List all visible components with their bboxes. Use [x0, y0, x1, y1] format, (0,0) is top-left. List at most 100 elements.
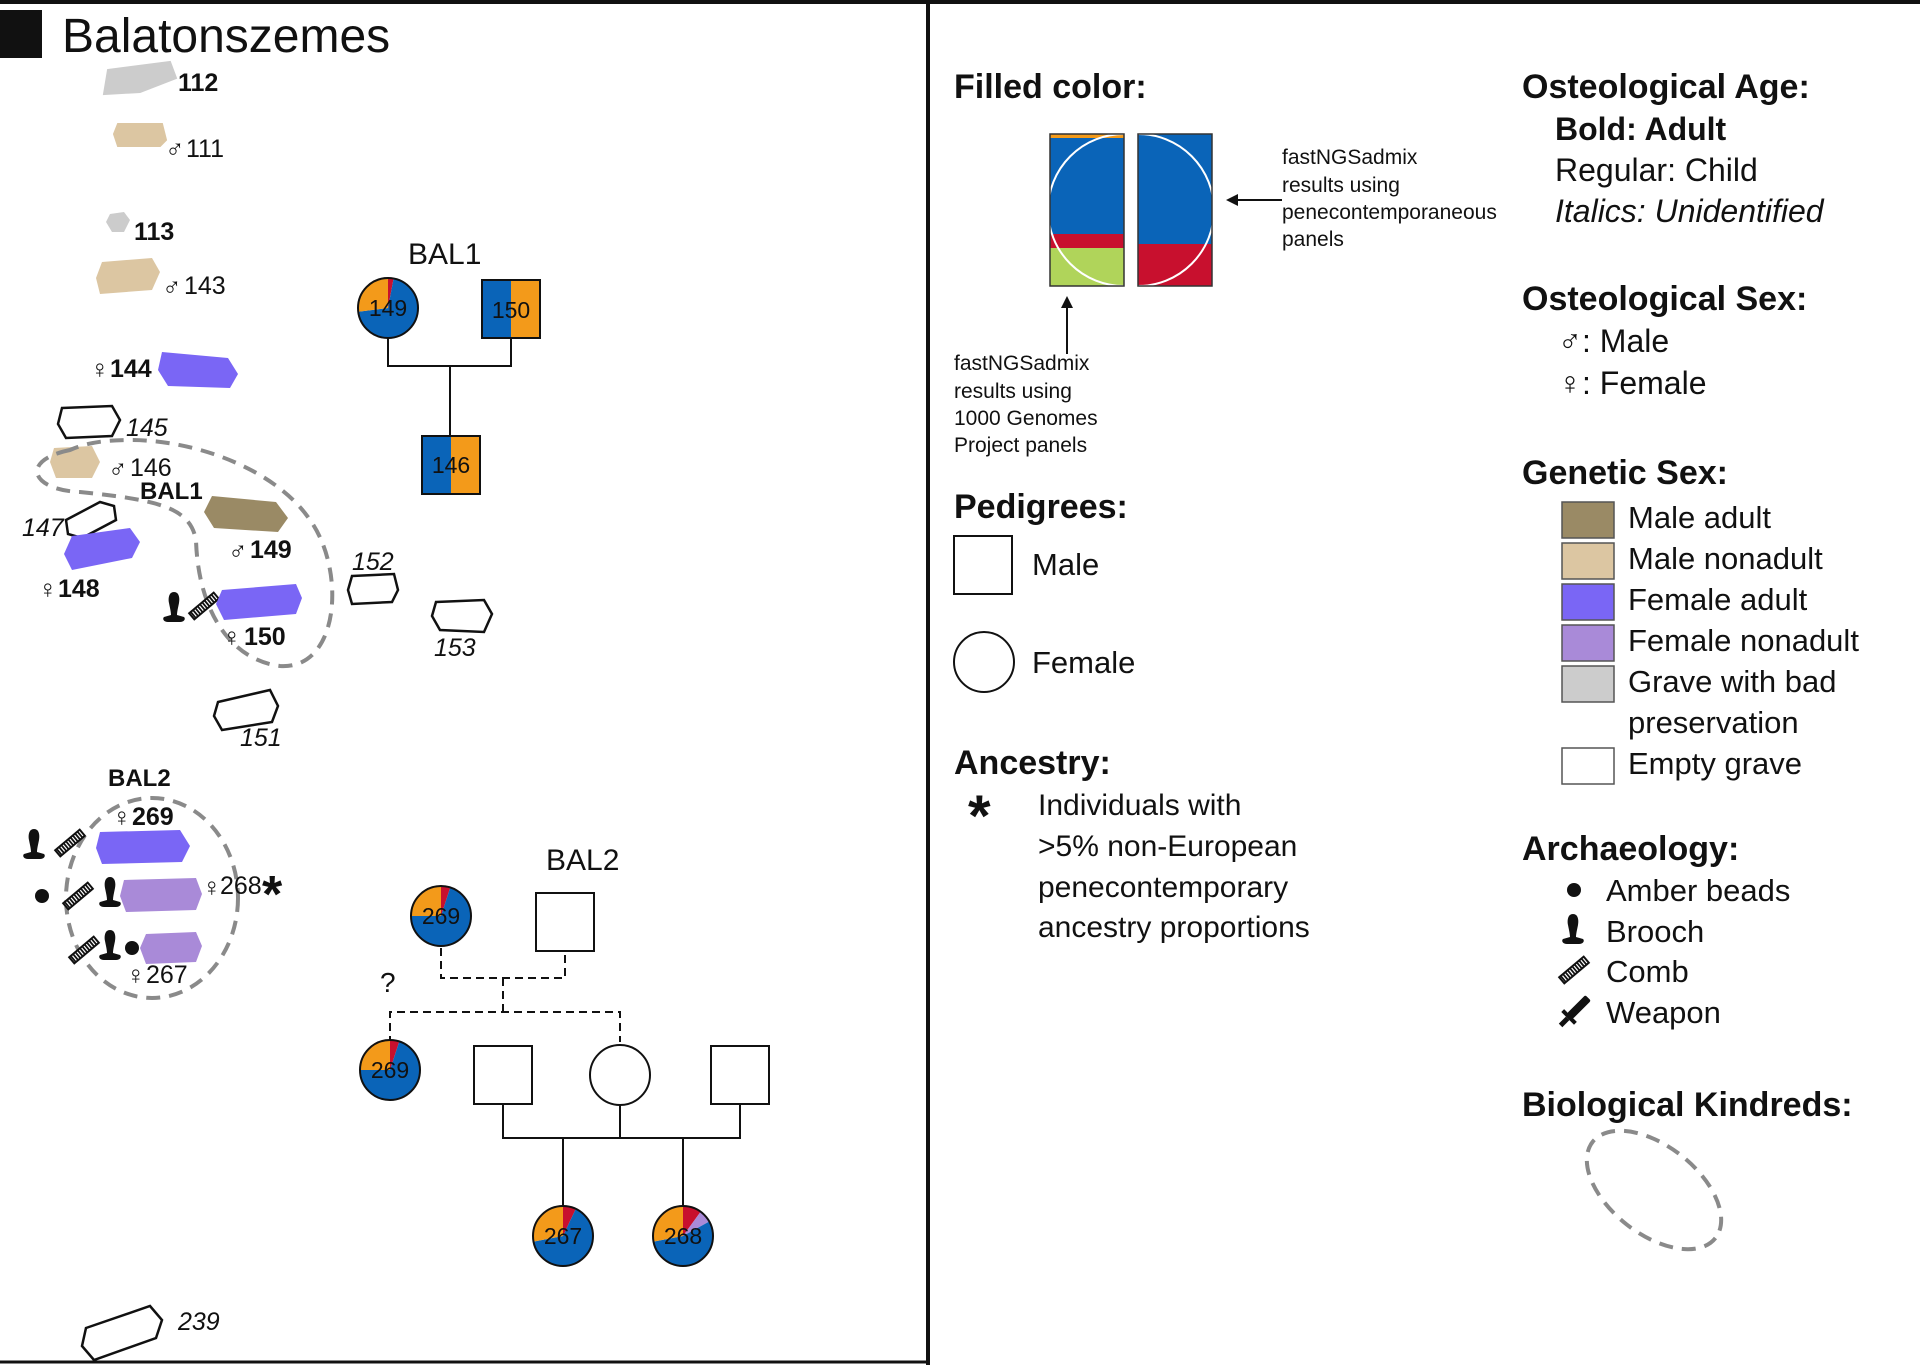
pedigree-bal2-individual-269-top: [410, 885, 472, 947]
site-title: Balatonszemes: [62, 10, 390, 63]
legend-kindred-outline: [1584, 1128, 1724, 1252]
pedigree-bal1-individual-149: [357, 277, 419, 339]
legend-female-label: Female: [1032, 645, 1135, 680]
legend-sample-1000genomes: [1049, 133, 1125, 287]
legend-weapon-icon: [1554, 991, 1595, 1032]
grave-146-shape: [50, 446, 100, 478]
legend-male-square: [953, 535, 1013, 595]
pedigree-bal2-label-269-top: 269: [422, 903, 460, 929]
legend-ancestry-asterisk: *: [968, 784, 991, 849]
legend-swatch-male-adult: [1561, 501, 1615, 539]
grave-144-label: 144: [110, 355, 152, 383]
grave-112-label: 112: [178, 69, 218, 97]
pedigree-bal1-connector: [387, 338, 512, 436]
legend-swatch-female-nonadult: [1561, 624, 1615, 662]
ped-149-slice-orange: [358, 278, 388, 312]
grave-267-shape: [140, 932, 202, 964]
ped-267-slice-orange: [533, 1206, 563, 1242]
legend-sex-female-symbol: ♀: [1558, 365, 1582, 401]
grave-269-label: 269: [132, 803, 174, 831]
ped-268-slice-red: [683, 1206, 701, 1236]
pedigree-bal2-unknown-male: [535, 892, 595, 952]
pedigree-bal1-title: BAL1: [408, 238, 481, 271]
legend-archaeology-item-2: Brooch: [1606, 914, 1704, 949]
kindred-bal1-label: BAL1: [140, 478, 203, 505]
grave-150-brooch-icon: [163, 592, 185, 622]
pedigree-bal2-male-sibling: [473, 1045, 533, 1105]
grave-268-shape: [120, 878, 202, 912]
grave-map: 112 ♂ 111 113 ♂ 143 ♀ 144 145 ♂ 146 BAL1…: [22, 60, 494, 1362]
grave-144-female-symbol: ♀: [90, 354, 110, 384]
grave-152-shape: [346, 572, 400, 606]
legend-annotation-bottom-3: 1000 Genomes: [954, 407, 1098, 430]
grave-153-label: 153: [434, 634, 476, 662]
grave-153-shape: [430, 598, 494, 634]
grave-143-shape: [96, 258, 160, 294]
pedigree-bal2-mother: [589, 1044, 651, 1106]
legend-amber-bead-icon: [1567, 883, 1581, 897]
grave-267-brooch-icon: [99, 930, 121, 960]
grave-239-label: 239: [177, 1308, 220, 1336]
grave-145-shape: [56, 404, 122, 440]
ped-268-slice-blue: [653, 1221, 713, 1266]
grave-144-shape: [158, 352, 238, 388]
legend-swatch-empty-grave: [1561, 747, 1615, 785]
grave-150-label: 150: [244, 623, 286, 651]
pedigree-bal2-label-267: 267: [544, 1223, 582, 1249]
ped-267-slice-red: [563, 1206, 576, 1236]
legend-sex-female: : Female: [1582, 365, 1706, 401]
grave-267-comb-icon: [68, 935, 100, 965]
legend-male-label: Male: [1032, 547, 1099, 582]
legend-annotation-bottom-4: Project panels: [954, 434, 1087, 457]
legend-sex-title: Osteological Sex:: [1522, 280, 1807, 318]
legend-genetic-sex-item-1: Male adult: [1628, 500, 1771, 535]
grave-267-label: 267: [146, 961, 188, 989]
pedigree-bal2-question-mark: ?: [380, 967, 396, 998]
grave-151-shape: [212, 688, 280, 732]
legend-annotation-bottom-2: results using: [954, 380, 1072, 403]
grave-267-female-symbol: ♀: [126, 960, 146, 990]
legend-swatch-female-adult: [1561, 583, 1615, 621]
legend-genetic-sex-item-2: Male nonadult: [1628, 541, 1823, 576]
pedigree-bal2: BAL2 269 ? 269 267 268: [359, 844, 770, 1267]
grave-145-label: 145: [126, 414, 168, 442]
legend-sample-penecontemporaneous: [1137, 133, 1213, 287]
legend-annotation-right-3: penecontemporaneous: [1282, 201, 1497, 224]
legend-annotation-right-1: fastNGSadmix: [1282, 146, 1418, 169]
legend-ancestry: Ancestry: * Individuals with >5% non-Eur…: [954, 744, 1310, 944]
legend-archaeology-item-1: Amber beads: [1606, 873, 1790, 908]
pedigree-bal2-family-connector: [502, 1104, 741, 1206]
grave-150-shape: [216, 584, 302, 620]
grave-111-label: 111: [186, 135, 224, 163]
grave-148-label: 148: [58, 575, 100, 603]
grave-151-label: 151: [240, 724, 282, 752]
grave-268-label: 268: [220, 872, 262, 900]
pedigree-bal2-father: [710, 1045, 770, 1105]
ped-268-slice-orange: [653, 1206, 683, 1242]
ped-269a-slice-blue: [411, 887, 471, 947]
legend-age-regular: Regular: Child: [1555, 152, 1758, 188]
pedigree-bal1-label-146: 146: [432, 452, 470, 478]
legend-pedigrees: Pedigrees: Male Female: [953, 488, 1135, 693]
grave-146-male-symbol: ♂: [108, 454, 128, 484]
grave-267-amber-bead-icon: [125, 941, 139, 955]
pedigree-bal2-uncertain-connector: [389, 948, 621, 1044]
grave-268-amber-bead-icon: [35, 889, 49, 903]
pedigree-bal2-individual-269-lower: [359, 1039, 421, 1101]
legend-osteological-sex: Osteological Sex: ♂ : Male ♀ : Female: [1522, 280, 1807, 401]
legend-age-title: Osteological Age:: [1522, 68, 1810, 106]
legend-annotation-right-4: panels: [1282, 228, 1344, 251]
ped-269a-outline: [410, 885, 472, 947]
legend-comb-icon: [1558, 955, 1590, 985]
legend-female-circle: [953, 631, 1015, 693]
pedigree-bal1: BAL1 149 150 146: [357, 238, 541, 495]
grave-111-male-symbol: ♂: [165, 134, 185, 164]
ped-149-slice-red: [388, 278, 394, 308]
legend-swatch-male-nonadult: [1561, 542, 1615, 580]
grave-143-label: 143: [184, 272, 226, 300]
grave-143-male-symbol: ♂: [162, 272, 182, 302]
kindred-bal1-outline: [35, 437, 335, 669]
pedigree-bal2-label-269-lower: 269: [371, 1057, 409, 1083]
ped-149-slice-blue: [358, 278, 419, 338]
